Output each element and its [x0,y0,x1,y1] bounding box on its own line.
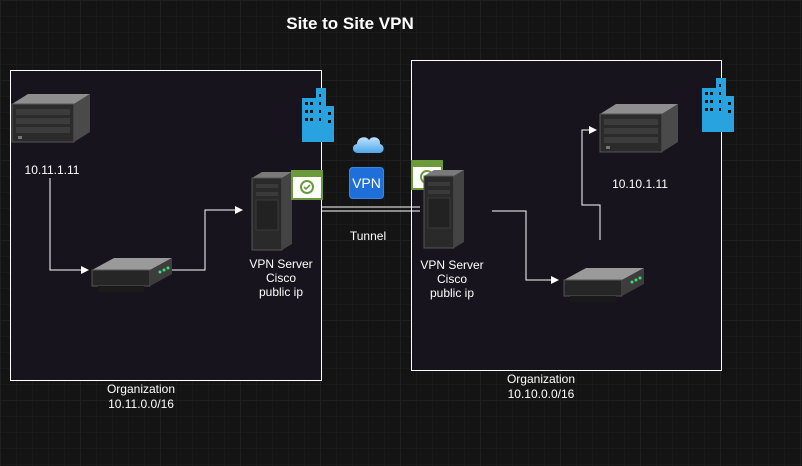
cloud-icon [352,137,384,153]
left-org-label-line1: Organization [106,382,176,396]
left-server-to-router-line [49,178,89,274]
vpn-badge-label: VPN [352,175,381,191]
right-rack-server[interactable] [598,100,680,163]
right-vpn-to-router-line [492,210,559,284]
building-icon [702,78,734,132]
left-router[interactable] [88,252,174,301]
cloud [350,131,386,160]
diagram-title: Site to Site VPN [286,14,414,33]
right-org-label-line2: 10.10.0.0/16 [507,387,575,401]
right-vpn-label-line1: VPN Server [420,258,484,272]
right-building [700,78,736,137]
left-rack-server[interactable] [10,90,92,153]
left-vpn-label-line2: Cisco [265,271,296,285]
left-org-label-line2: 10.11.0.0/16 [108,397,174,411]
left-router-to-vpn-line [172,206,243,271]
left-building [300,88,336,147]
tunnel-label: Tunnel [349,229,387,243]
left-host-ip: 10.11.1.11 [24,163,80,177]
router-icon [91,258,172,292]
right-vpn-label-line2: Cisco [436,272,467,286]
left-certificate [291,170,323,205]
right-router[interactable] [560,262,646,311]
right-host-ip: 10.10.1.11 [612,177,668,191]
right-router-to-server-line [581,126,601,240]
server-rack-icon [11,94,90,143]
right-vpn-server[interactable] [422,168,494,255]
vpn-badge[interactable]: VPN [349,167,384,199]
tower-server-icon [251,172,292,251]
building-icon [302,88,334,142]
certificate-icon [291,170,323,200]
right-org-label-line1: Organization [506,372,576,386]
server-rack-icon [599,104,678,153]
left-vpn-server[interactable] [250,170,322,257]
router-icon [563,268,644,302]
left-vpn-label-line1: VPN Server [249,257,313,271]
left-vpn-label-line3: public ip [258,285,304,299]
right-vpn-label-line3: public ip [429,286,475,300]
tower-server-icon [423,170,464,249]
